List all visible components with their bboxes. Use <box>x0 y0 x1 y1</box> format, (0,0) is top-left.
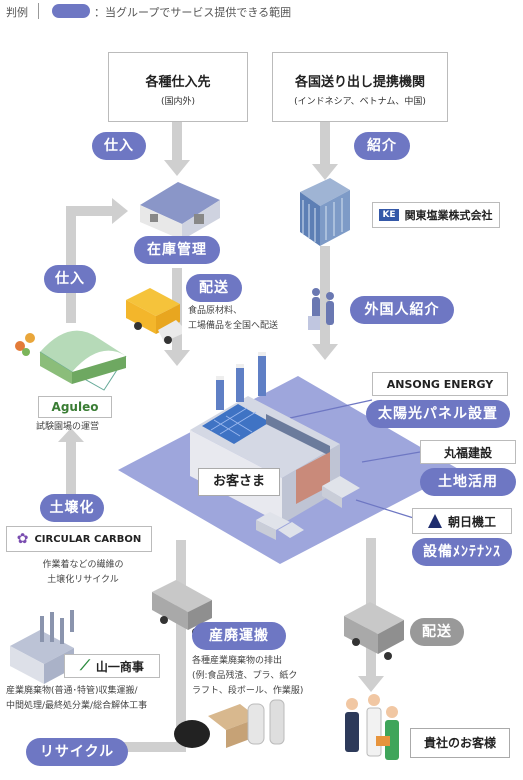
caption-haiso: 食品原材料、 工場備品を全国へ配送 <box>188 306 279 331</box>
customers-illustration <box>345 694 399 760</box>
agencies-sub: (インドネシア、ベトナム、中国) <box>294 97 426 107</box>
pill-sanpai: 産廃運搬 <box>192 622 286 650</box>
pill-recycle: リサイクル <box>26 738 128 766</box>
arrow-supplier-down <box>172 122 182 162</box>
suppliers-box: 各種仕入先 (国内外) <box>108 52 248 122</box>
yamaichi-logo-icon: ⟋ <box>80 658 90 674</box>
kanto-logo-icon: KE <box>379 209 399 221</box>
center-customer-label: お客さま <box>198 468 280 496</box>
suppliers-title: 各種仕入先 <box>145 75 211 90</box>
factory-trucks-illustration <box>256 476 360 540</box>
caption-sanpai: 各種産業廃棄物の排出 (例:食品残渣、プラ、紙ク ラフト、段ボール、作業服) <box>192 656 304 696</box>
workers-illustration <box>308 288 334 330</box>
company-marufuku: 丸福建設 <box>420 440 516 464</box>
pill-haiso-bottom: 配送 <box>410 618 464 646</box>
your-customers-label: 貴社のお客様 <box>410 728 510 758</box>
pill-shokai: 紹介 <box>354 132 410 160</box>
pill-dojoka: 土壌化 <box>40 494 104 522</box>
pill-taiyoko: 太陽光パネル設置 <box>366 400 510 428</box>
company-asahi: 朝日機工 <box>412 508 512 534</box>
company-yamaichi: ⟋ 山一商事 <box>64 654 160 678</box>
legend-label: 判例 <box>6 6 28 19</box>
arrow-agency-to-customer <box>320 246 330 346</box>
arrow-sanpai-line <box>176 540 186 752</box>
kanto-name: 関東塩業株式会社 <box>404 209 493 222</box>
legend-swatch <box>52 4 90 18</box>
warehouse-illustration <box>140 182 220 240</box>
recycling-plant-illustration <box>10 610 74 684</box>
agencies-title: 各国送り出し提携機関 <box>294 75 425 90</box>
company-circular: ✿ CIRCULAR CARBON <box>6 526 152 552</box>
caption-yamaichi: 産業廃棄物(普通･特管)収集運搬/ 中間処理/最終処分業/総合解体工事 <box>6 686 148 711</box>
office-building-illustration <box>300 178 350 246</box>
caption-aguleo: 試験園場の運営 <box>36 422 100 432</box>
company-ansong: ANSONG ENERGY <box>372 372 508 396</box>
yellow-truck-illustration <box>126 288 182 344</box>
company-aguleo: Aguleo <box>38 396 112 418</box>
delivery-truck-illustration <box>344 602 404 660</box>
pill-zaiko: 在庫管理 <box>134 236 220 264</box>
waste-items-illustration <box>174 699 285 748</box>
arrow-agency-down <box>320 122 330 166</box>
pill-haiso-top: 配送 <box>186 274 242 302</box>
pill-shiire-top: 仕入 <box>92 132 146 160</box>
pill-gaikokujin: 外国人紹介 <box>350 296 454 324</box>
legend-text: ：当グループでサービス提供できる範囲 <box>94 6 292 19</box>
caption-circular: 作業着などの繊維の 土壌化リサイクル <box>42 560 124 585</box>
legend-divider <box>38 3 39 19</box>
circular-logo-icon: ✿ <box>16 531 29 547</box>
arrow-dojoka-up <box>66 440 76 518</box>
pill-shiire-left: 仕入 <box>44 265 96 293</box>
pill-setsubi: 設備ﾒﾝﾃﾅﾝｽ <box>412 538 512 566</box>
agencies-box: 各国送り出し提携機関 (インドネシア、ベトナム、中国) <box>272 52 448 122</box>
greenhouse-illustration <box>15 330 127 391</box>
suppliers-sub: (国内外) <box>160 97 196 107</box>
asahi-logo-icon <box>427 514 442 528</box>
company-kanto: KE 関東塩業株式会社 <box>372 202 500 228</box>
pill-tochi: 土地活用 <box>420 468 516 496</box>
